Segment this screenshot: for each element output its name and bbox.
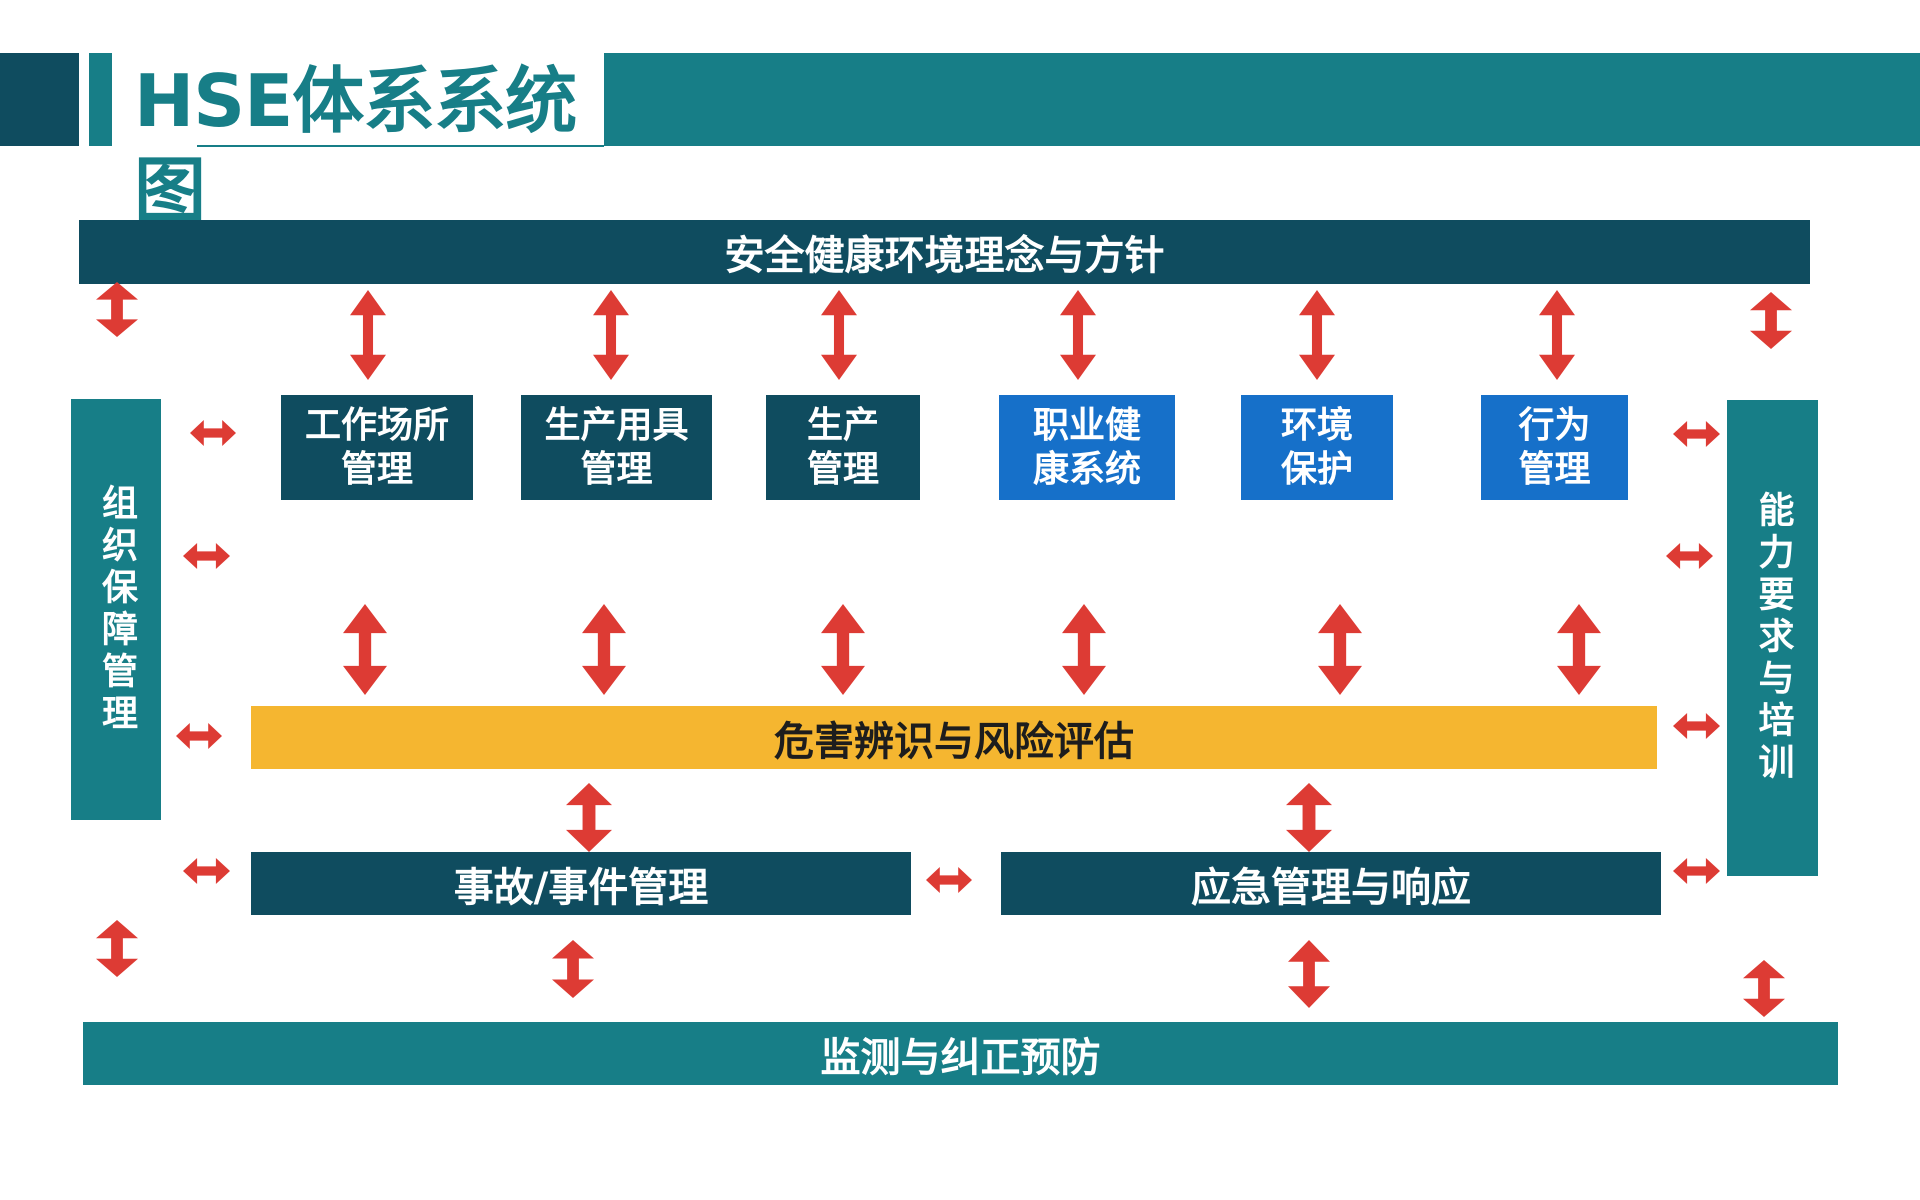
double-arrow-icon [1062, 604, 1106, 695]
header-teal-band [604, 53, 1920, 146]
double-arrow-icon [183, 858, 230, 884]
module-label-line1: 行为 [1518, 404, 1591, 446]
double-arrow-icon [1288, 940, 1330, 1008]
double-arrow-icon [1539, 290, 1575, 380]
module-label-line1: 职业健 [1032, 404, 1141, 446]
double-arrow-icon [183, 543, 230, 569]
module-label-line2: 管理 [580, 448, 653, 490]
double-arrow-icon [1666, 543, 1713, 569]
header-accent-stripe [89, 53, 112, 146]
module-label-line1: 工作场所 [304, 404, 449, 446]
module-label-line1: 环境 [1280, 404, 1353, 446]
module-label-line2: 管理 [806, 448, 879, 490]
double-arrow-icon [821, 290, 857, 380]
hazard-assessment-bar: 危害辨识与风险评估 [251, 706, 1657, 769]
double-arrow-icon [582, 604, 626, 695]
module-label-line2: 康系统 [1032, 448, 1141, 490]
title-underline [197, 145, 604, 147]
double-arrow-icon [343, 604, 387, 695]
double-arrow-icon [1557, 604, 1601, 695]
training-bar: 能力要求与培训 [1727, 400, 1818, 876]
double-arrow-icon [1673, 421, 1720, 447]
double-arrow-icon [96, 920, 138, 977]
module-label-line1: 生产 [806, 404, 879, 446]
emergency-response-bar: 应急管理与响应 [1001, 852, 1661, 915]
double-arrow-icon [176, 723, 222, 749]
monitoring-bar: 监测与纠正预防 [83, 1022, 1838, 1085]
incident-management-bar: 事故/事件管理 [251, 852, 911, 915]
module-label-line2: 管理 [340, 448, 413, 490]
double-arrow-icon [1318, 604, 1362, 695]
double-arrow-icon [96, 282, 138, 337]
page-title: HSE体系系统图 [130, 56, 604, 233]
organization-bar: 组织保障管理 [71, 399, 161, 820]
double-arrow-icon [1673, 713, 1720, 739]
module-occupational-health: 职业健康系统 [999, 395, 1175, 500]
policy-bar: 安全健康环境理念与方针 [79, 220, 1810, 284]
double-arrow-icon [1286, 783, 1332, 852]
module-equipment: 生产用具管理 [521, 395, 712, 500]
double-arrow-icon [1299, 290, 1335, 380]
double-arrow-icon [593, 290, 629, 380]
module-production: 生产管理 [766, 395, 920, 500]
module-label-line1: 生产用具 [544, 404, 689, 446]
double-arrow-icon [1750, 292, 1792, 349]
header-dark-block [0, 53, 79, 146]
double-arrow-icon [190, 420, 236, 446]
module-label-line2: 保护 [1280, 448, 1353, 490]
module-environment: 环境保护 [1241, 395, 1393, 500]
double-arrow-icon [926, 867, 972, 893]
double-arrow-icon [1673, 858, 1720, 884]
double-arrow-icon [350, 290, 386, 380]
double-arrow-icon [1060, 290, 1096, 380]
double-arrow-icon [566, 783, 612, 852]
module-workplace: 工作场所管理 [281, 395, 473, 500]
double-arrow-icon [1743, 960, 1785, 1017]
module-behavior: 行为管理 [1481, 395, 1628, 500]
module-label-line2: 管理 [1518, 448, 1591, 490]
double-arrow-icon [821, 604, 865, 695]
double-arrow-icon [552, 940, 594, 998]
